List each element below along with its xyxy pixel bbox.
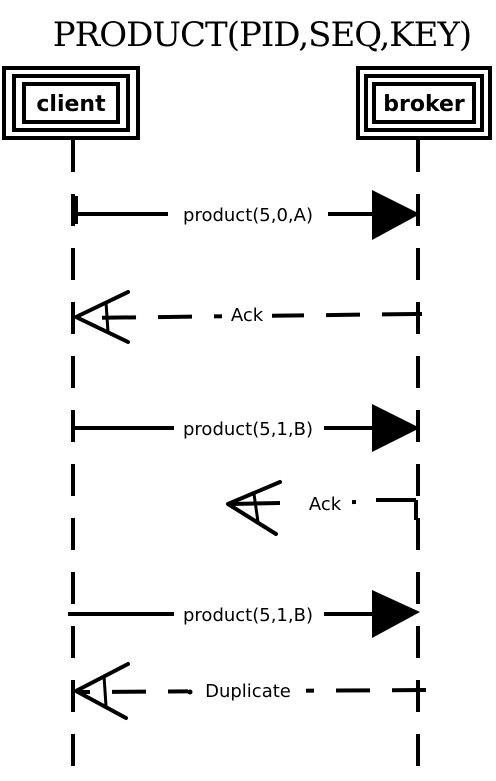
client-box: client — [2, 66, 140, 140]
message-5-label: product(5,1,B) — [183, 605, 313, 626]
message-4-label: Ack — [309, 494, 342, 515]
broker-label: broker — [383, 92, 465, 117]
message-2-label: Ack — [231, 305, 264, 326]
client-label: client — [36, 92, 106, 117]
diagram-title: PRODUCT(PID,SEQ,KEY) — [53, 15, 471, 55]
message-3-label: product(5,1,B) — [183, 419, 313, 440]
message-1-label: product(5,0,A) — [183, 205, 313, 226]
message-6-label: Duplicate — [205, 681, 291, 702]
broker-box: broker — [356, 66, 492, 140]
